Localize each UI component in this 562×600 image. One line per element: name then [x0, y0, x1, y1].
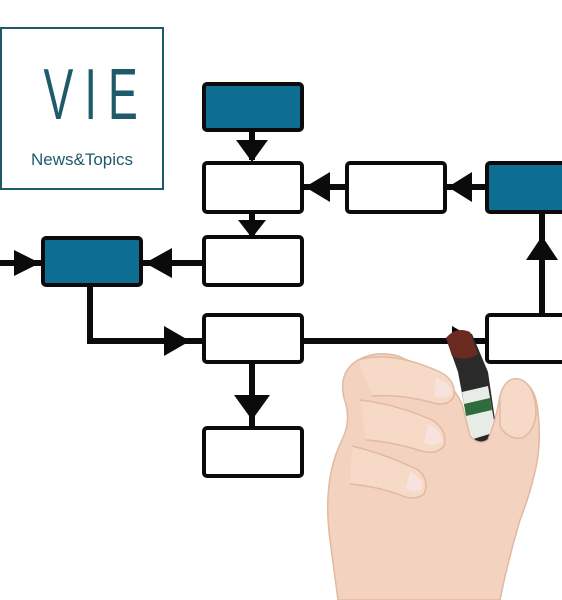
flowchart-nodes	[41, 82, 562, 478]
arrowhead-right-entry	[14, 250, 40, 276]
logo-tagline: News&Topics	[30, 150, 134, 169]
arrowhead-left-leftblue	[145, 248, 172, 278]
marker-pen	[446, 330, 500, 460]
node-center	[202, 313, 304, 364]
logo-wordmark: VIE	[43, 55, 149, 135]
node-mid-right	[345, 161, 447, 214]
arrowhead-down-bottom	[234, 395, 270, 420]
logo[interactable]: VIE News&Topics	[0, 27, 164, 190]
connector-leftblue-to-center	[87, 285, 204, 344]
arrowhead-up-rightblue	[526, 236, 558, 260]
node-right-blue	[485, 161, 562, 214]
node-second	[202, 161, 304, 214]
finger-middle	[359, 399, 446, 453]
node-top-blue	[202, 82, 304, 132]
arrowhead-down-third	[238, 220, 266, 238]
arrowhead-left-second	[305, 172, 330, 202]
node-left-blue	[41, 236, 143, 287]
fingernail	[406, 472, 423, 492]
arrowhead-left-midright	[448, 172, 472, 202]
finger-index	[357, 356, 455, 405]
arrowhead-right-center	[164, 326, 190, 356]
node-right-lower	[485, 313, 562, 364]
node-bottom	[202, 426, 304, 478]
hand-with-marker-image	[326, 330, 541, 600]
fingernail	[434, 378, 452, 398]
node-third	[202, 235, 304, 287]
arrowhead-down-second	[236, 140, 268, 162]
fingernail	[424, 424, 442, 445]
thumb	[499, 378, 537, 439]
